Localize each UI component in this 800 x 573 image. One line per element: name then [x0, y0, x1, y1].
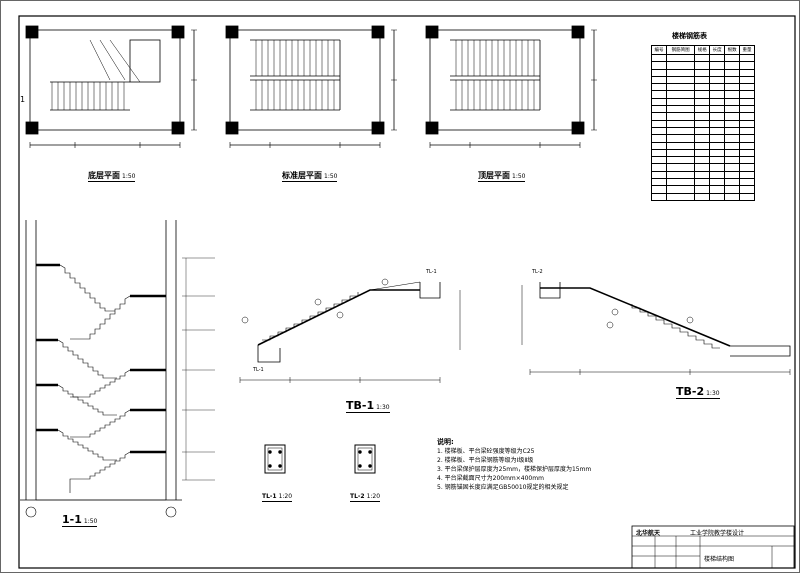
schedule-col-length: 长度: [709, 45, 726, 55]
note-item: 3. 平台梁保护层厚度为25mm，楼梯保护层厚度为15mm: [437, 466, 592, 473]
schedule-row: [651, 53, 755, 63]
schedule-col-no: 编号: [651, 45, 667, 55]
schedule-col-count: 根数: [724, 45, 741, 55]
schedule-row: [651, 163, 755, 172]
schedule-row: [651, 105, 755, 114]
tb2-tag: TL-2: [532, 269, 543, 275]
tb1-tag: TL-1: [426, 269, 437, 275]
title-block-frame: [631, 525, 795, 569]
title-block-project: 工业学院教学楼设计: [690, 530, 745, 537]
schedule-row: [651, 134, 755, 143]
rebar-schedule-table: 编号 钢筋简图 规格 长度 根数 重量: [651, 45, 755, 201]
plan-top: [425, 25, 597, 148]
axis-label-1: 1: [20, 95, 26, 104]
schedule-row: [651, 192, 755, 201]
title-block-drawing-name: 楼梯结构图: [704, 556, 735, 563]
schedule-col-spec: 规格: [694, 45, 711, 55]
tb1-detail: [239, 278, 461, 383]
design-notes: 说明: 1. 楼梯板、平台梁砼强度等级为C25 2. 楼梯板、平台梁钢筋等级为Ⅰ…: [437, 438, 637, 492]
section-1-1: [20, 220, 215, 518]
schedule-col-sketch: 钢筋简图: [665, 45, 696, 55]
schedule-row: [651, 83, 755, 92]
plan-ground: [25, 25, 197, 148]
schedule-row: [651, 170, 755, 180]
schedule-row: [651, 119, 755, 128]
schedule-col-weight: 重量: [739, 45, 755, 55]
schedule-row: [651, 185, 755, 194]
schedule-row: [651, 141, 755, 150]
title-block-school: 北华航天: [636, 530, 661, 537]
schedule-row: [651, 68, 755, 77]
tl1-section: [264, 444, 286, 474]
schedule-row: [651, 178, 755, 187]
schedule-row: [651, 156, 755, 165]
schedule-row: [651, 126, 755, 136]
note-item: 4. 平台梁截面尺寸为200mm×400mm: [437, 475, 544, 482]
schedule-header-row: 编号 钢筋简图 规格 长度 根数 重量: [651, 45, 755, 55]
plan-typical: [225, 25, 397, 148]
note-item: 2. 楼梯板、平台梁钢筋等级为Ⅰ级Ⅱ级: [437, 457, 534, 464]
note-item: 5. 钢筋锚固长度应满足GB50010规定的相关规定: [437, 484, 569, 491]
schedule-row: [651, 148, 755, 158]
tb2-detail: [521, 282, 791, 375]
inner-border: [18, 15, 796, 569]
schedule-row: [651, 112, 755, 121]
schedule-row: [651, 75, 755, 85]
tl2-section: [354, 444, 376, 474]
schedule-row: [651, 97, 755, 107]
schedule-title: 楼梯钢筋表: [672, 32, 707, 40]
schedule-row: [651, 61, 755, 70]
schedule-row: [651, 90, 755, 99]
note-item: 1. 楼梯板、平台梁砼强度等级为C25: [437, 448, 535, 455]
notes-heading: 说明:: [437, 438, 454, 446]
tb1-tag: TL-1: [253, 367, 264, 373]
